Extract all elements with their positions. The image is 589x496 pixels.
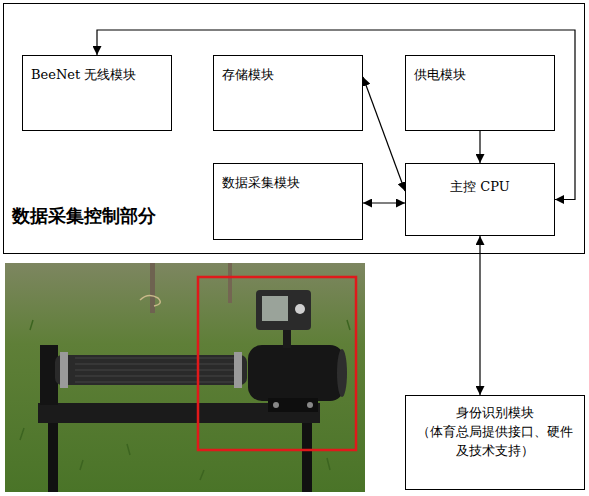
grass-blades: [20, 320, 350, 480]
motor-housing: [248, 345, 344, 401]
connector: [363, 77, 405, 191]
roller-ribs: [75, 358, 235, 382]
module-label: 供电模块: [414, 66, 546, 85]
display-pole: [283, 328, 291, 348]
module-box: 数据采集模块: [213, 163, 363, 240]
module-label: 身份识别模块: [416, 404, 574, 423]
module-box: 身份识别模块（体育总局提供接口、硬件及技术支持）: [405, 395, 585, 490]
display-box: [256, 290, 311, 330]
grass-ground: [5, 263, 365, 492]
motor-mount: [268, 398, 318, 412]
module-box: 主控 CPU: [405, 163, 555, 236]
display-button: [295, 304, 305, 314]
group-frame: 数据采集控制部分 BeeNet 无线模块 存储模块 供电模块数据采集模块 主控 CPU: [3, 3, 585, 254]
bolt: [273, 402, 279, 408]
highlight-frame: [198, 277, 356, 450]
roller: [55, 355, 247, 385]
tree-trunk: [228, 263, 232, 303]
module-label: 数据采集模块: [222, 174, 354, 193]
connector: [479, 131, 480, 163]
module-box: 供电模块: [405, 55, 555, 131]
roller-clamp: [234, 352, 242, 388]
module-label: （体育总局提供接口、硬件及技术支持）: [416, 423, 574, 461]
module-box: BeeNet 无线模块: [22, 55, 172, 131]
table-leg: [302, 420, 312, 492]
roller-clamp: [60, 352, 68, 388]
module-label: 存储模块: [222, 66, 354, 85]
bolt: [307, 402, 313, 408]
table-top: [38, 403, 320, 423]
device-photo: [5, 263, 365, 492]
group-heading: 数据采集控制部分: [12, 203, 156, 229]
rope: [140, 295, 160, 306]
module-box: 存储模块: [213, 55, 363, 131]
module-label: 主控 CPU: [414, 178, 546, 197]
table-leg: [48, 420, 58, 492]
connector: [479, 236, 480, 395]
module-label: BeeNet 无线模块: [31, 66, 163, 85]
connector: [363, 202, 405, 203]
display-screen: [262, 296, 288, 321]
motor-cap: [337, 349, 347, 397]
